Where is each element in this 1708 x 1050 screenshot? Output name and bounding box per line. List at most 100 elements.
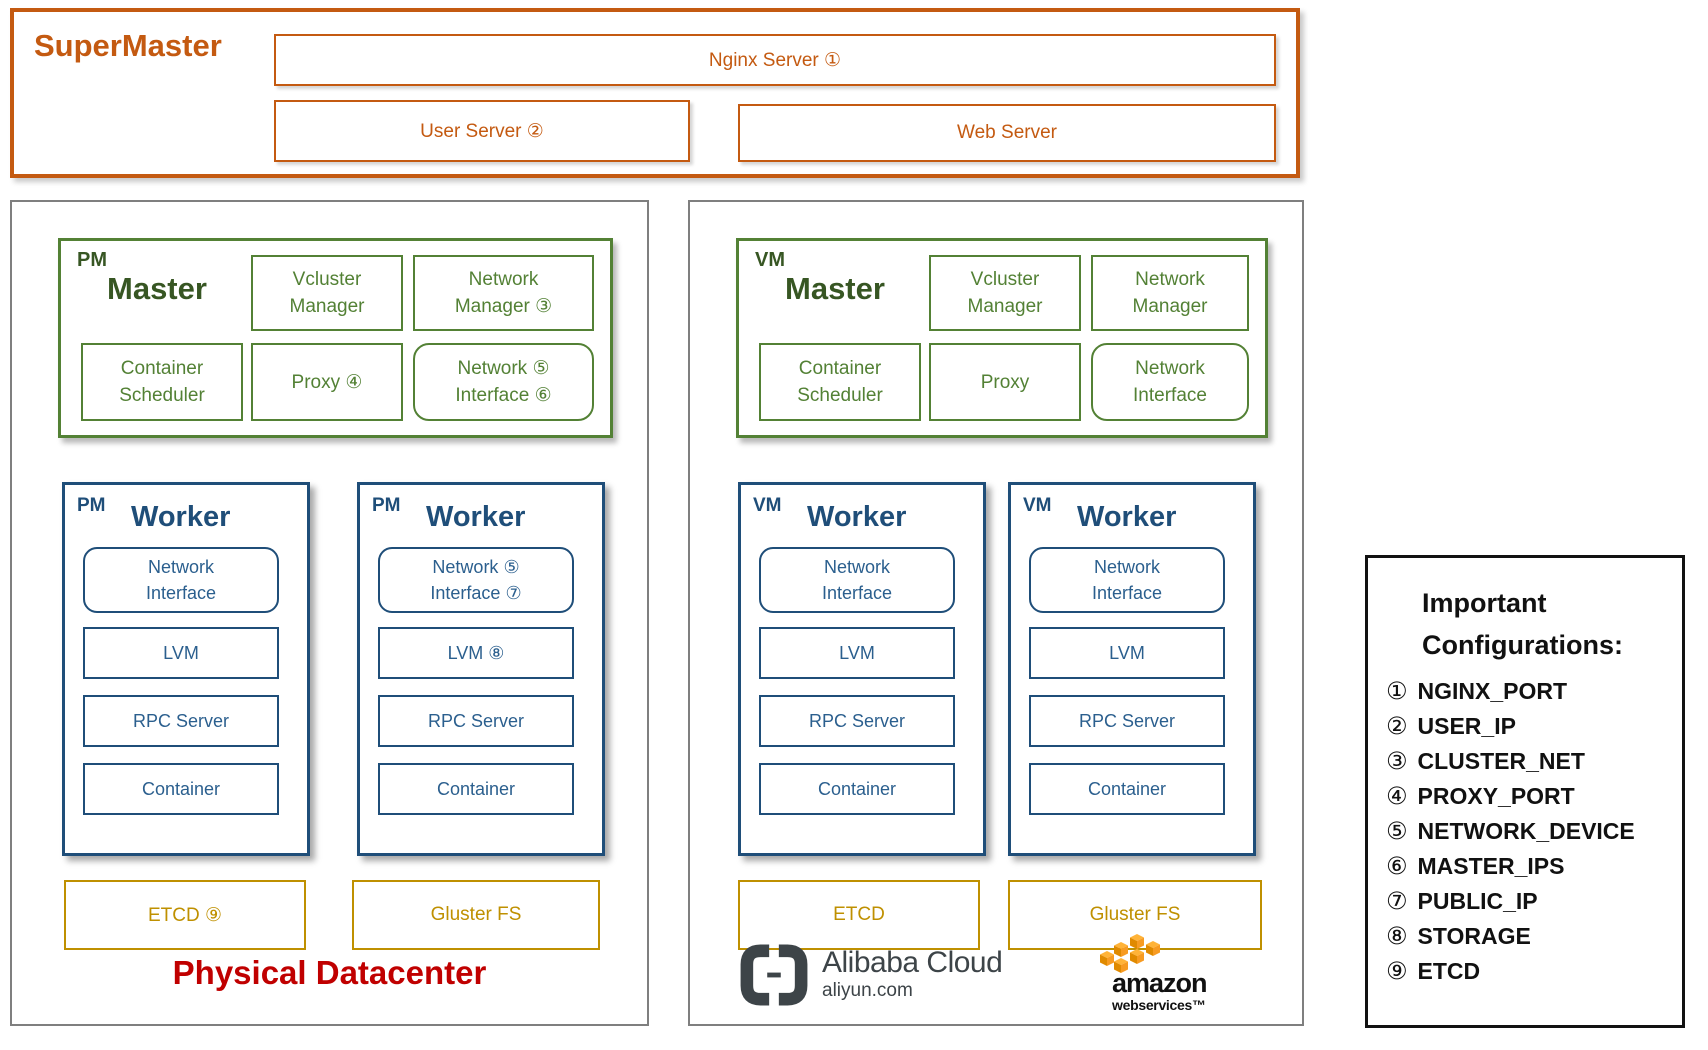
legend-title: Important Configurations: bbox=[1422, 582, 1682, 666]
label-line: Scheduler bbox=[797, 385, 883, 406]
rpc-server-box: RPC Server bbox=[378, 695, 574, 747]
circled-number: ② bbox=[1386, 713, 1408, 740]
lvm-box: LVM ⑧ bbox=[378, 627, 574, 679]
legend-item: ④ PROXY_PORT bbox=[1386, 779, 1682, 814]
vm-master-title: Master bbox=[785, 271, 885, 306]
legend-title-line: Configurations: bbox=[1422, 630, 1623, 660]
legend-item-label: NETWORK_DEVICE bbox=[1417, 818, 1635, 844]
rpc-server-box: RPC Server bbox=[83, 695, 279, 747]
legend-item-label: MASTER_IPS bbox=[1417, 853, 1565, 879]
label-line: Manager ③ bbox=[454, 296, 553, 317]
etcd-label: ETCD ⑨ bbox=[147, 904, 223, 926]
circled-number: ④ bbox=[1386, 783, 1408, 810]
container-box: Container bbox=[1029, 763, 1225, 815]
user-server-box: User Server ② bbox=[274, 100, 690, 162]
pm-container-scheduler-box: Container Scheduler bbox=[81, 343, 243, 421]
vm-worker-1-title: Worker bbox=[807, 501, 907, 533]
vm-network-manager-box: Network Manager bbox=[1091, 255, 1249, 331]
aws-name: amazon bbox=[1112, 968, 1208, 998]
pm-master-network-interface-box: Network ⑤ Interface ⑥ bbox=[413, 343, 594, 421]
vm-worker-1-tag: VM bbox=[753, 495, 782, 516]
alibaba-text: Alibaba Cloud aliyun.com bbox=[822, 947, 1003, 1003]
pm-etcd-box: ETCD ⑨ bbox=[64, 880, 306, 950]
physical-datacenter-caption: Physical Datacenter bbox=[172, 954, 487, 991]
nginx-server-label: Nginx Server ① bbox=[708, 49, 842, 71]
network-interface-box: Network Interface bbox=[759, 547, 955, 613]
supermaster-group: SuperMaster Nginx Server ① User Server ②… bbox=[10, 8, 1300, 178]
lvm-box: LVM bbox=[83, 627, 279, 679]
gluster-fs-label: Gluster FS bbox=[430, 904, 522, 925]
vm-datacenter-group: VM Master Vcluster Manager Network Manag… bbox=[688, 200, 1304, 1026]
legend-item-label: ETCD bbox=[1417, 958, 1481, 984]
alibaba-brackets-icon bbox=[740, 944, 808, 1006]
pm-worker-2-title: Worker bbox=[426, 501, 526, 533]
circled-number: ⑤ bbox=[1386, 818, 1408, 845]
label-line: RPC Server bbox=[808, 711, 906, 731]
label-line: Vcluster bbox=[292, 269, 362, 290]
vm-master-box: VM Master Vcluster Manager Network Manag… bbox=[736, 238, 1268, 438]
label-line: Interface bbox=[145, 583, 217, 603]
nginx-server-box: Nginx Server ① bbox=[274, 34, 1276, 86]
vm-proxy-box: Proxy bbox=[929, 343, 1081, 421]
pm-gluster-fs-box: Gluster FS bbox=[352, 880, 600, 950]
vm-worker-1-box: VM Worker Network Interface LVM RPC Serv… bbox=[738, 482, 986, 856]
pm-worker-1-tag: PM bbox=[77, 495, 106, 516]
rpc-server-box: RPC Server bbox=[759, 695, 955, 747]
circled-number: ⑥ bbox=[1386, 853, 1408, 880]
web-server-box: Web Server bbox=[738, 104, 1276, 162]
label-line: Manager bbox=[1132, 296, 1208, 317]
label-line: Scheduler bbox=[119, 385, 205, 406]
label-line: Container bbox=[798, 358, 882, 379]
label-line: RPC Server bbox=[427, 711, 525, 731]
pm-vcluster-manager-box: Vcluster Manager bbox=[251, 255, 403, 331]
container-box: Container bbox=[759, 763, 955, 815]
label-line: RPC Server bbox=[1078, 711, 1176, 731]
vm-master-tag: VM bbox=[755, 249, 785, 271]
label-line: Network bbox=[1135, 358, 1205, 379]
container-box: Container bbox=[378, 763, 574, 815]
supermaster-title: SuperMaster bbox=[34, 28, 222, 63]
vm-container-scheduler-box: Container Scheduler bbox=[759, 343, 921, 421]
container-box: Container bbox=[83, 763, 279, 815]
label-line: Vcluster bbox=[970, 269, 1040, 290]
pm-proxy-box: Proxy ④ bbox=[251, 343, 403, 421]
lvm-box: LVM bbox=[1029, 627, 1225, 679]
vm-vcluster-manager-box: Vcluster Manager bbox=[929, 255, 1081, 331]
label-line: Network ⑤ bbox=[432, 557, 520, 577]
label-line: Network bbox=[1093, 557, 1160, 577]
label-line: Interface bbox=[821, 583, 893, 603]
label-line: RPC Server bbox=[132, 711, 230, 731]
network-interface-box: Network Interface bbox=[83, 547, 279, 613]
circled-number: ⑦ bbox=[1386, 888, 1408, 915]
vm-worker-2-tag: VM bbox=[1023, 495, 1052, 516]
pm-master-box: PM Master Vcluster Manager Network Manag… bbox=[58, 238, 613, 438]
label-line: LVM ⑧ bbox=[447, 643, 505, 663]
label-line: Interface ⑥ bbox=[455, 385, 552, 406]
user-server-label: User Server ② bbox=[420, 120, 544, 142]
vm-worker-2-title: Worker bbox=[1077, 501, 1177, 533]
network-interface-box: Network Interface bbox=[1029, 547, 1225, 613]
alibaba-cloud-logo: Alibaba Cloud aliyun.com bbox=[740, 944, 1003, 1006]
label-line: Manager bbox=[967, 296, 1043, 317]
legend-item-label: PROXY_PORT bbox=[1417, 783, 1575, 809]
web-server-label: Web Server bbox=[957, 122, 1057, 143]
aws-logo: amazon webservices™ bbox=[1086, 934, 1256, 1012]
alibaba-domain: aliyun.com bbox=[822, 980, 913, 1001]
label-line: Container bbox=[817, 779, 897, 799]
label-line: Network bbox=[1135, 269, 1205, 290]
rpc-server-box: RPC Server bbox=[1029, 695, 1225, 747]
network-interface-box: Network ⑤ Interface ⑦ bbox=[378, 547, 574, 613]
pm-worker-2-box: PM Worker Network ⑤ Interface ⑦ LVM ⑧ RP… bbox=[357, 482, 605, 856]
vm-master-network-interface-box: Network Interface bbox=[1091, 343, 1249, 421]
vm-etcd-box: ETCD bbox=[738, 880, 980, 950]
pm-worker-1-box: PM Worker Network Interface LVM RPC Serv… bbox=[62, 482, 310, 856]
label-line: Container bbox=[436, 779, 516, 799]
